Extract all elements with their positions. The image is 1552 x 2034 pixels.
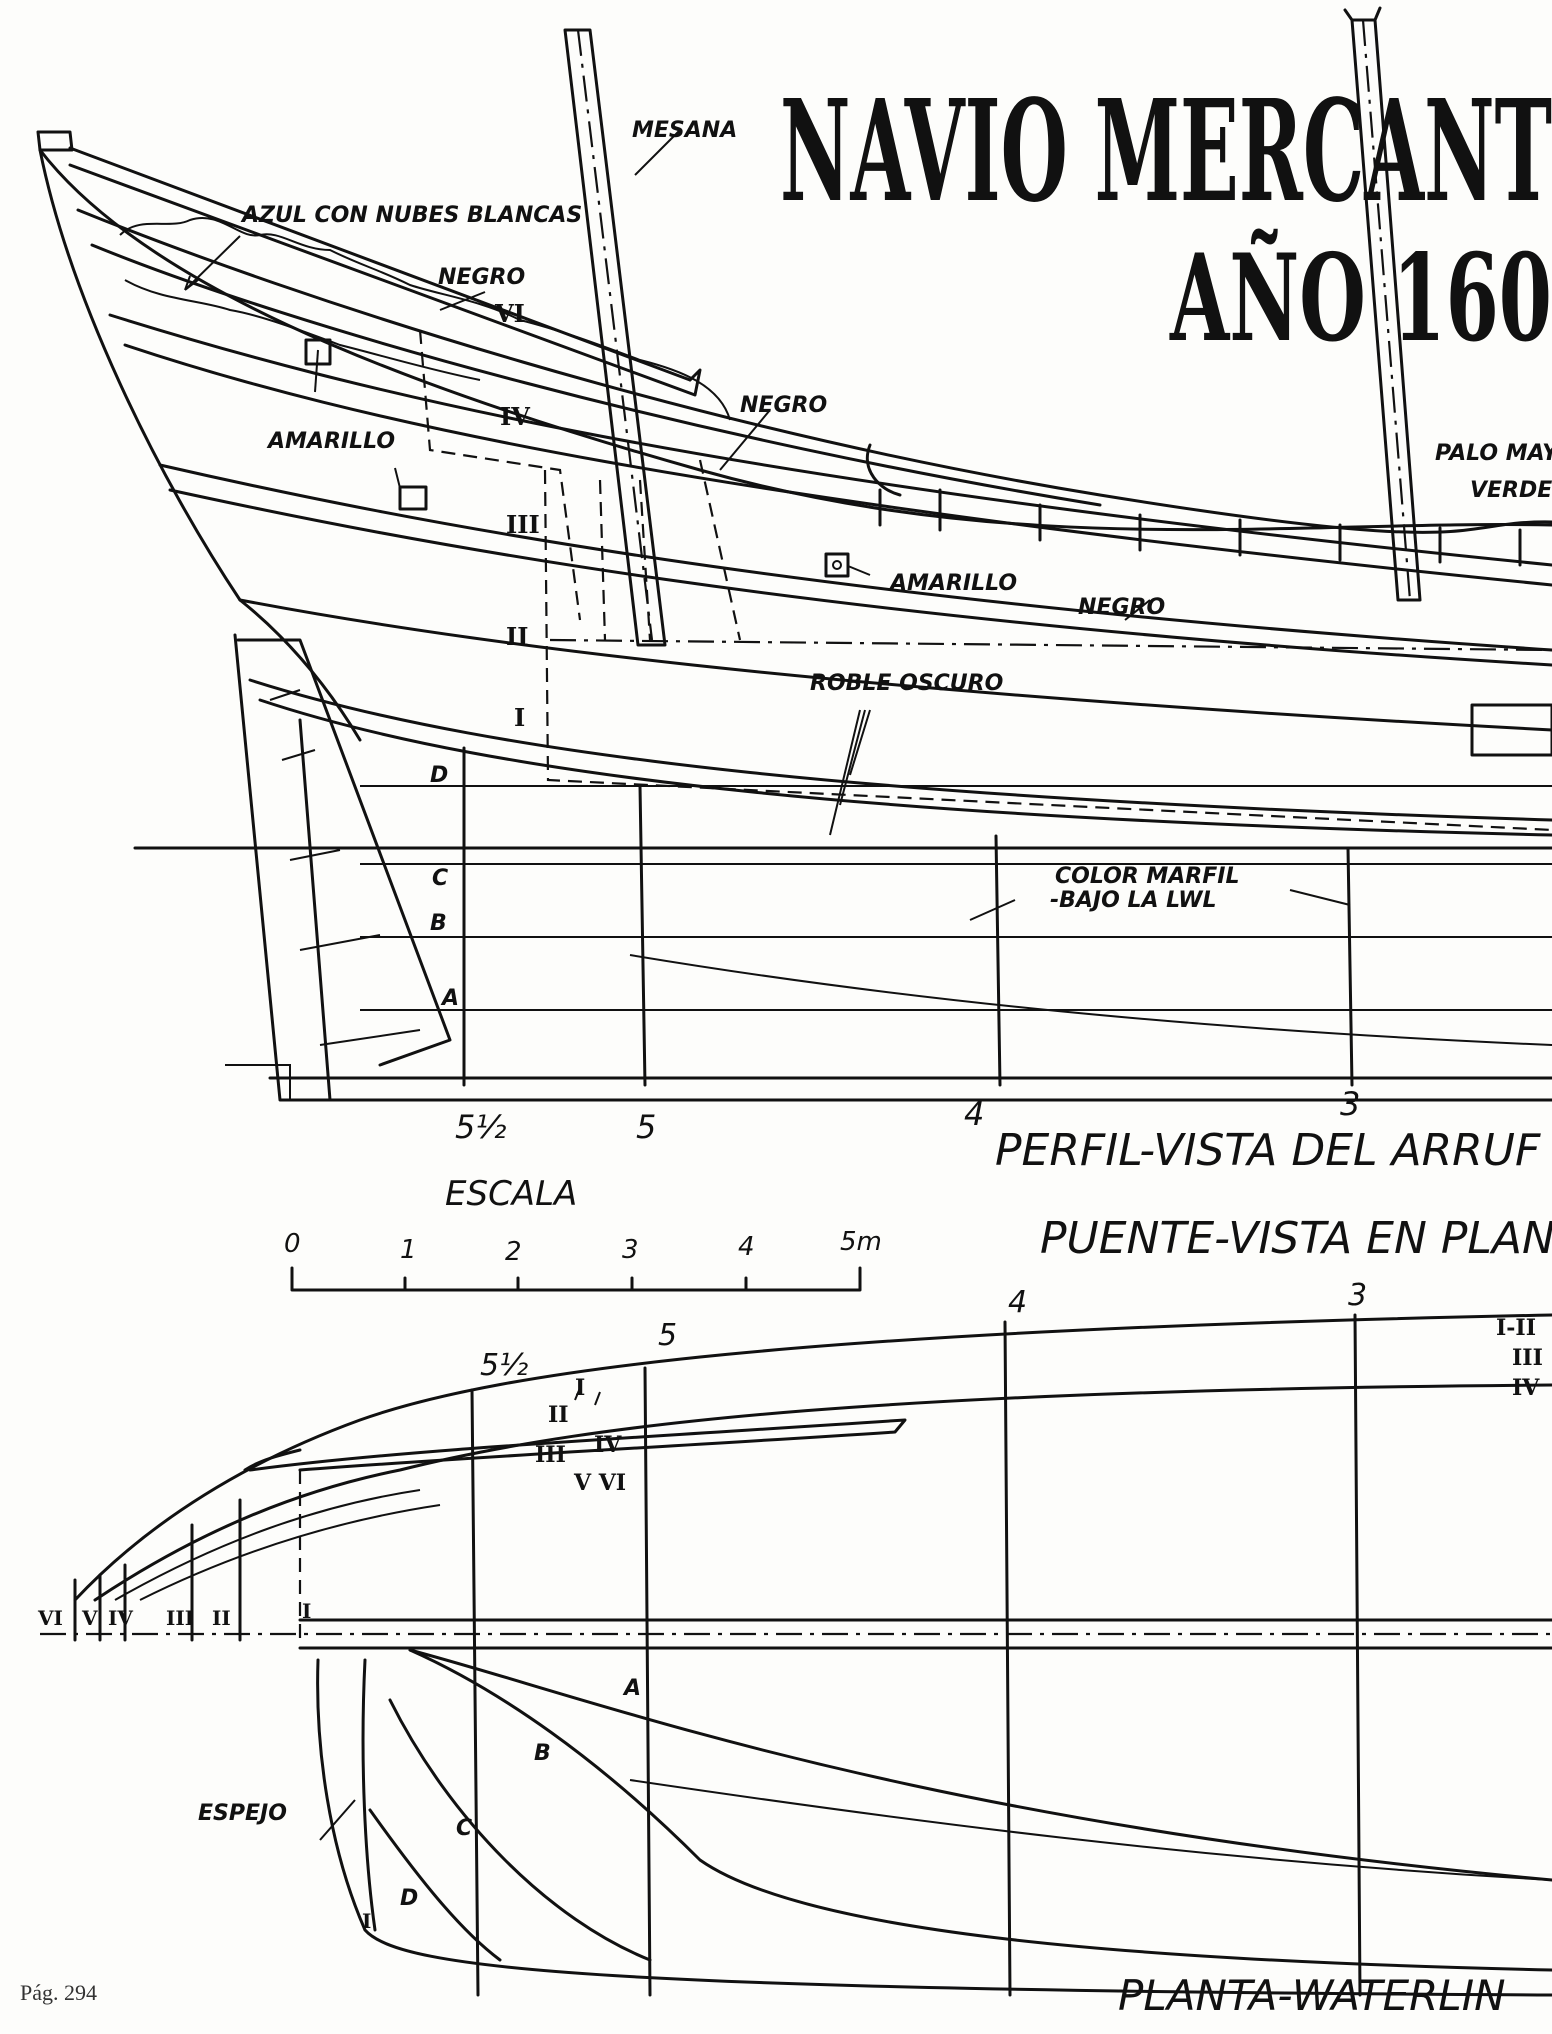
station-5: 5 xyxy=(636,1108,656,1146)
scale-tick-0: 0 xyxy=(284,1229,301,1259)
label-verde: VERDE xyxy=(1470,478,1552,503)
label-color-marfil-2: -BAJO LA LWL xyxy=(1050,888,1217,913)
transom-ii: II xyxy=(212,1606,231,1630)
strake-iv: IV xyxy=(500,402,530,431)
strake-iii: III xyxy=(506,510,540,539)
plan-strake-i: I xyxy=(575,1375,585,1401)
label-azul: AZUL CON NUBES BLANCAS xyxy=(240,203,582,228)
station-4: 4 xyxy=(964,1095,984,1133)
label-negro-lower: NEGRO xyxy=(1078,595,1165,620)
plan-strake-iv: IV xyxy=(594,1432,622,1458)
title-puente: PUENTE-VISTA EN PLAN xyxy=(1040,1213,1552,1264)
label-roble-oscuro: ROBLE OSCURO xyxy=(810,671,1003,696)
label-espejo: ESPEJO xyxy=(198,1801,287,1826)
plan-wl-c: C xyxy=(456,1816,472,1841)
scale-bar: ESCALA 0 1 2 3 4 5m xyxy=(284,1174,882,1292)
wl-b: B xyxy=(430,911,447,936)
scale-tick-4: 4 xyxy=(738,1232,755,1262)
title-perfil: PERFIL-VISTA DEL ARRUF xyxy=(995,1125,1541,1176)
plan-wl-d: D xyxy=(400,1886,418,1911)
plan-wl-b: B xyxy=(534,1741,551,1766)
label-color-marfil-1: COLOR MARFIL xyxy=(1055,864,1239,889)
transom-iv: IV xyxy=(108,1606,133,1630)
station-3: 3 xyxy=(1340,1085,1360,1123)
scale-label: ESCALA xyxy=(445,1174,577,1214)
plan-view xyxy=(40,1313,1552,1997)
wl-c: C xyxy=(432,866,448,891)
plan-wl-a: A xyxy=(622,1676,641,1701)
scale-tick-3: 3 xyxy=(622,1235,639,1265)
plan-wl-i: I xyxy=(362,1909,371,1933)
wl-a: A xyxy=(440,986,459,1011)
title-planta: PLANTA-WATERLIN xyxy=(1118,1971,1506,2020)
label-palo-mayor: PALO MAY xyxy=(1435,441,1552,466)
plan-strake-right-iii: III xyxy=(1512,1345,1543,1371)
plan-station-4: 4 xyxy=(1008,1285,1027,1320)
sheet-title-line1: NAVIO MERCANT xyxy=(780,70,1552,234)
plan-station-5: 5 xyxy=(658,1318,677,1353)
sheet-title-line2: AÑO 160 xyxy=(1169,228,1552,369)
label-amarillo-port: AMARILLO xyxy=(888,571,1017,596)
plan-strake-vvi: V VI xyxy=(573,1470,626,1496)
plan-strake-ii: II xyxy=(548,1402,569,1428)
scale-tick-5m: 5m xyxy=(840,1227,882,1257)
scale-tick-1: 1 xyxy=(400,1235,417,1265)
transom-v: V xyxy=(81,1606,98,1630)
strake-vi: VI xyxy=(494,299,525,328)
label-negro-upper: NEGRO xyxy=(438,265,525,290)
wl-d: D xyxy=(430,763,448,788)
strake-i: I xyxy=(514,703,525,732)
label-negro-mid: NEGRO xyxy=(740,393,827,418)
station-5-half: 5½ xyxy=(455,1108,506,1146)
plan-station-5-half: 5½ xyxy=(480,1348,528,1383)
scale-tick-2: 2 xyxy=(505,1237,522,1267)
strake-ii: II xyxy=(506,622,528,651)
transom-iii: III xyxy=(166,1606,194,1630)
plan-strake-right-i-ii: I-II xyxy=(1496,1315,1536,1341)
plan-strake-right-iv: IV xyxy=(1512,1375,1540,1401)
profile-view xyxy=(36,6,1552,1102)
label-amarillo-stern: AMARILLO xyxy=(266,429,395,454)
transom-vi: VI xyxy=(37,1606,63,1630)
page-number: Pág. 294 xyxy=(20,1980,97,2005)
transom-i: I xyxy=(302,1599,311,1623)
plan-station-3: 3 xyxy=(1348,1278,1367,1313)
plan-strake-iii: III xyxy=(535,1442,566,1468)
label-mesana: MESANA xyxy=(632,118,737,143)
